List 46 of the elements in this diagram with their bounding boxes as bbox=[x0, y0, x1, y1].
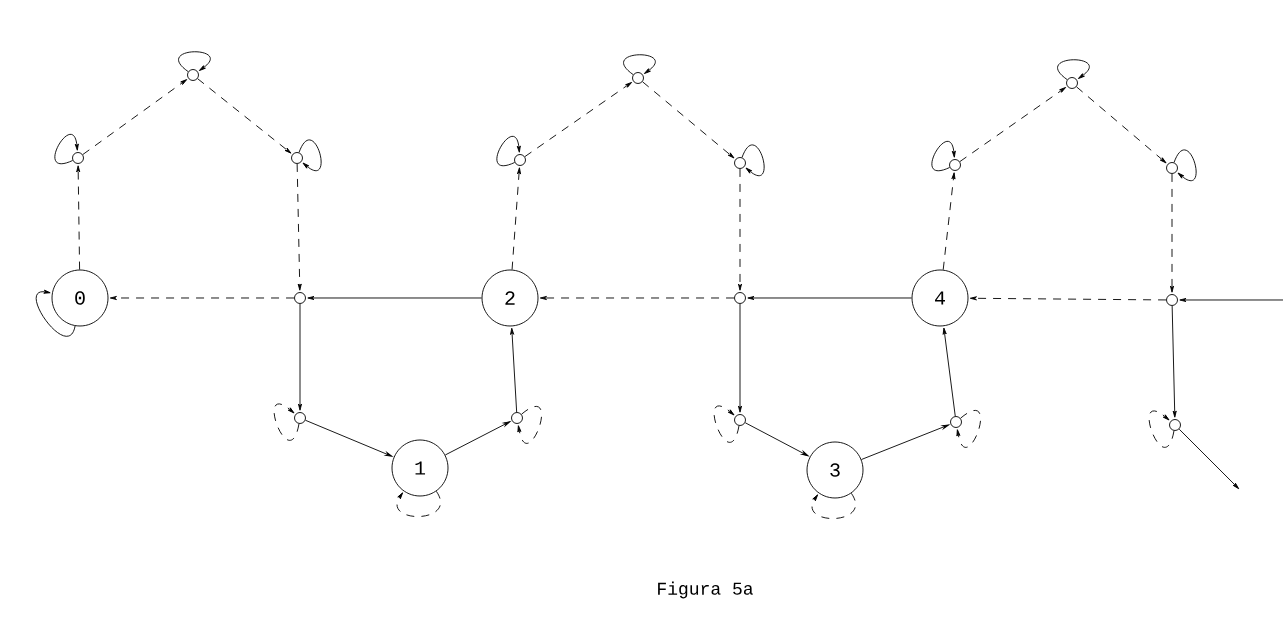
loop-arrow bbox=[178, 51, 211, 73]
loop-arrow bbox=[1148, 410, 1175, 448]
arrow bbox=[307, 296, 482, 300]
arrow bbox=[642, 81, 735, 159]
arrow bbox=[296, 163, 302, 291]
arrow bbox=[444, 421, 511, 456]
arrow bbox=[305, 419, 393, 457]
arrow bbox=[1179, 298, 1284, 302]
arrow bbox=[861, 424, 950, 460]
arrow bbox=[82, 79, 188, 155]
caption: Figura 5a bbox=[658, 581, 753, 599]
loop-arrow bbox=[396, 490, 441, 517]
arrow bbox=[942, 327, 956, 417]
arrow bbox=[76, 165, 81, 270]
loop-arrow bbox=[713, 405, 740, 443]
loop-arrow bbox=[298, 139, 322, 171]
arrow bbox=[942, 172, 956, 271]
arrow bbox=[524, 82, 633, 158]
loop-arrow bbox=[1173, 149, 1197, 181]
loop-arrow bbox=[931, 141, 956, 171]
arrow bbox=[738, 168, 743, 291]
arrow bbox=[1076, 86, 1167, 164]
arrow bbox=[747, 296, 912, 300]
loop-arrow bbox=[741, 144, 765, 176]
loop-arrow bbox=[811, 492, 856, 519]
loop-arrow bbox=[35, 289, 76, 337]
loop-arrow bbox=[496, 136, 521, 166]
arrow bbox=[1171, 305, 1177, 418]
arrow bbox=[109, 296, 295, 300]
arrow bbox=[298, 303, 302, 411]
loop-arrow bbox=[517, 405, 542, 444]
loop-arrow bbox=[1057, 59, 1090, 81]
arrow bbox=[744, 422, 809, 457]
loop-arrow bbox=[956, 409, 981, 448]
arrow bbox=[738, 303, 743, 413]
arrow bbox=[1178, 428, 1240, 490]
arrow bbox=[510, 327, 518, 413]
arrow bbox=[511, 167, 521, 271]
loop-arrow bbox=[273, 403, 300, 441]
arrow bbox=[1170, 173, 1174, 293]
arrow bbox=[959, 87, 1067, 163]
arrow bbox=[197, 78, 292, 154]
loop-arrow bbox=[54, 134, 79, 164]
loop-arrow bbox=[623, 54, 656, 76]
arrow bbox=[539, 296, 735, 300]
arrow bbox=[969, 296, 1167, 301]
